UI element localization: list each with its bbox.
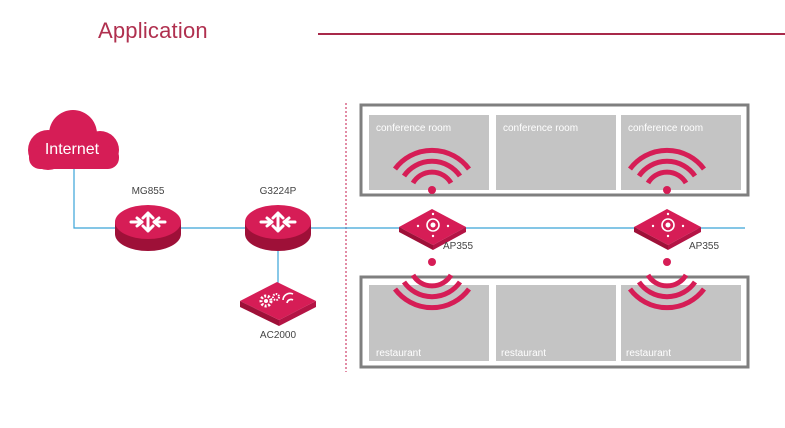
mg855-label: MG855 <box>132 186 165 197</box>
restaurant-room-2-label: restaurant <box>501 348 546 359</box>
restaurant-room-1-label: restaurant <box>376 348 421 359</box>
ap355-1-label: AP355 <box>443 241 473 252</box>
restaurant-room-3-label: restaurant <box>626 348 671 359</box>
conference-room-2 <box>496 115 616 190</box>
title-divider <box>318 33 785 35</box>
internet-label: Internet <box>45 141 100 158</box>
internet-uplink <box>73 168 745 229</box>
ap355-1-access-point-icon <box>392 147 472 311</box>
conference-room-2-label: conference room <box>503 123 578 134</box>
ap355-2-access-point-icon <box>627 147 707 311</box>
ap355-2-label: AP355 <box>689 241 719 252</box>
g3224p-switch-icon <box>245 205 311 251</box>
restaurant-room-2 <box>496 285 616 361</box>
ac2000-label: AC2000 <box>260 330 297 341</box>
internet-cloud-icon <box>28 110 119 170</box>
conference-room-1-label: conference room <box>376 123 451 134</box>
mg855-router-icon <box>115 205 181 251</box>
ac2000-controller-icon <box>240 282 316 326</box>
page-title: Application <box>98 18 208 43</box>
conference-room-3-label: conference room <box>628 123 703 134</box>
g3224p-label: G3224P <box>260 186 297 197</box>
